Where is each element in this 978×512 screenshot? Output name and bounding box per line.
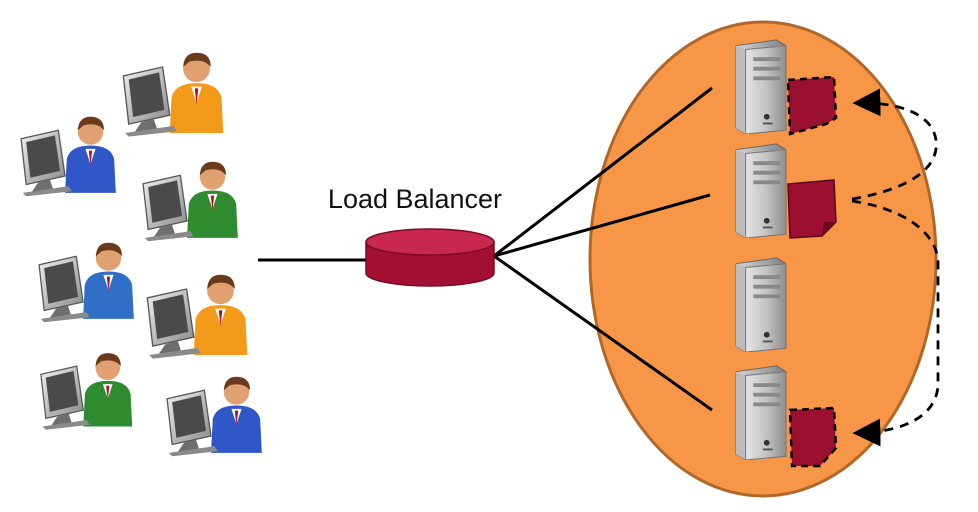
link-to-server-1 [493,86,713,258]
load-balancer-cylinder-icon [365,228,495,287]
session-blocks [786,75,838,468]
server-cluster-ellipse [588,20,938,498]
server-tower-icon [735,39,787,134]
user-orange-shirt-icon [146,274,248,360]
user-green-shirt-icon [40,352,133,431]
user-blue-shirt-icon [20,116,117,197]
user-orange-shirt-icon [122,52,224,138]
session-data-icon [786,75,838,136]
users-group [20,52,263,457]
user-blue-shirt-icon [38,242,135,323]
link-to-server-2 [493,193,711,258]
server-tower-icon [735,143,787,238]
server-tower-icon [735,365,787,460]
server-tower-icon [735,257,787,352]
replication-arrow-up [851,88,938,201]
load-balancer-label: Load Balancer [327,184,503,214]
replication-arrows [851,88,940,447]
session-data-icon [787,179,837,239]
user-green-shirt-icon [142,161,239,242]
link-to-server-4 [493,254,713,412]
balancer-links [493,86,713,412]
user-blue-shirt-icon [166,376,263,457]
session-data-icon [788,406,838,468]
